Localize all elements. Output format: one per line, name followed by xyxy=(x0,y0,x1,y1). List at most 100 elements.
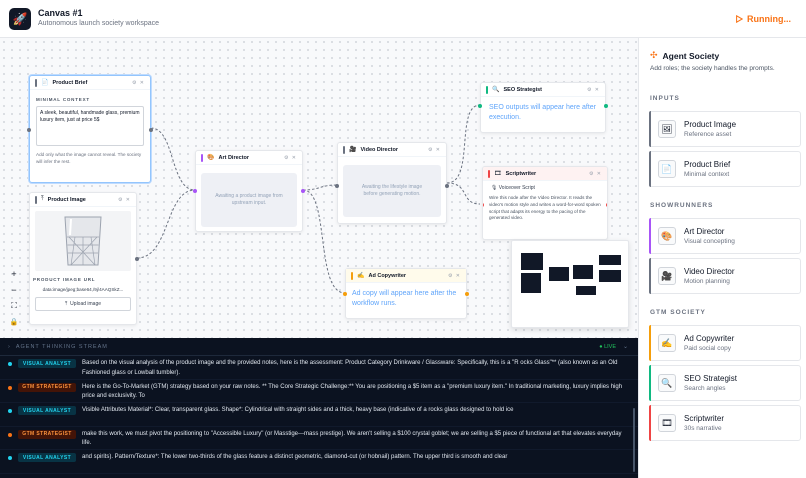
role-label: Product Brief xyxy=(684,159,731,169)
card-accent xyxy=(649,405,651,441)
output-port[interactable] xyxy=(445,184,449,188)
ad-copywriter-node[interactable]: ✍ Ad Copywriter ⚙ ✕ Ad copy will appear … xyxy=(343,268,469,319)
node-controls[interactable]: ⚙ ✕ xyxy=(588,170,602,177)
node-controls[interactable]: ⚙ ✕ xyxy=(131,79,145,86)
zoom-out-button[interactable]: − xyxy=(11,285,17,295)
stream-header[interactable]: › AGENT THINKING STREAM xyxy=(0,338,638,356)
product-brief-node[interactable]: 📄 Product Brief ⚙ ✕ MINIMAL CONTEXT A sl… xyxy=(27,75,153,183)
role-sub: Visual concepting xyxy=(684,237,735,245)
input-port[interactable] xyxy=(335,184,339,188)
mic-icon: 🎙 xyxy=(491,185,499,191)
node-header[interactable]: 🎨 Art Director ⚙ ✕ xyxy=(196,151,302,165)
sidebar-title: Agent Society xyxy=(662,50,720,61)
live-indicator: ● LIVE xyxy=(599,344,616,350)
agent-dot xyxy=(8,385,12,390)
video-director-node[interactable]: 🎥 Video Director ⚙ ✕ Awaiting the lifest… xyxy=(335,142,449,224)
agent-tag: VISUAL ANALYST xyxy=(18,359,76,368)
output-port[interactable] xyxy=(604,104,608,108)
node-header[interactable]: 🎥 Video Director ⚙ ✕ xyxy=(338,143,446,157)
node-controls[interactable]: ⚙ ✕ xyxy=(447,272,461,279)
node-controls[interactable]: ⚙ ✕ xyxy=(117,196,131,203)
image-url-input[interactable]: data:image/jpeg;base64,/9j/4AAQSkZ... xyxy=(42,287,124,292)
node-header[interactable]: ✍ Ad Copywriter ⚙ ✕ xyxy=(346,269,466,283)
app-header: 🚀 Canvas #1 Autonomous launch society wo… xyxy=(0,0,806,38)
input-port[interactable] xyxy=(27,128,31,132)
document-icon: 📄 xyxy=(658,160,676,178)
role-label: Product Image xyxy=(684,119,737,129)
upload-image-button[interactable]: ⤒Upload image xyxy=(35,297,131,311)
node-controls[interactable]: ⚙ ✕ xyxy=(586,86,600,93)
upload-icon: ⤒ xyxy=(41,196,44,202)
role-label: SEO Strategist xyxy=(684,373,737,383)
script-subtitle-label: Voiceover Script xyxy=(498,185,535,191)
fit-view-button[interactable]: ⛶ xyxy=(11,301,17,310)
node-title: SEO Strategist xyxy=(503,86,542,93)
node-connections xyxy=(136,104,481,294)
glass-image xyxy=(64,216,102,266)
section-label: INPUTS xyxy=(650,95,680,102)
chevron-down-icon[interactable]: ⌄ xyxy=(622,344,628,350)
input-port[interactable] xyxy=(343,292,347,296)
upload-label: Upload image xyxy=(70,301,102,307)
agent-dot xyxy=(8,409,12,413)
brief-textarea[interactable]: A sleek, beautiful, handmade glass, prem… xyxy=(36,106,144,146)
pen-icon: ✍ xyxy=(357,273,365,279)
node-header[interactable]: 🎞 Scriptwriter ⚙ ✕ xyxy=(483,167,607,181)
stream-scrollbar[interactable] xyxy=(633,408,635,472)
output-port[interactable] xyxy=(301,189,305,193)
input-port[interactable] xyxy=(193,189,197,193)
input-port[interactable] xyxy=(478,104,482,108)
seo-strategist-node[interactable]: 🔍 SEO Strategist ⚙ ✕ SEO outputs will ap… xyxy=(478,82,608,133)
node-title: Product Image xyxy=(47,196,86,203)
node-header[interactable]: ⤒ Product Image ⚙ ✕ xyxy=(30,193,136,207)
role-label: Scriptwriter xyxy=(684,413,725,423)
agent-tag: VISUAL ANALYST xyxy=(18,453,76,462)
palette-icon: 🎨 xyxy=(207,155,215,161)
node-placeholder: Ad copy will appear here after the workf… xyxy=(352,290,457,307)
minimap[interactable] xyxy=(511,240,629,328)
role-sub: Search angles xyxy=(684,384,726,392)
run-status-button[interactable]: Running... xyxy=(735,14,791,24)
node-header[interactable]: 📄 Product Brief ⚙ ✕ xyxy=(30,76,150,90)
input-port[interactable] xyxy=(483,203,484,207)
film-icon: 🎞 xyxy=(658,414,676,432)
lock-button[interactable]: 🔒 xyxy=(9,319,19,326)
node-title: Scriptwriter xyxy=(505,170,537,177)
product-image-preview xyxy=(35,211,131,271)
script-description: Wire this node after the Video Director.… xyxy=(489,195,601,221)
role-sub: Reference asset xyxy=(684,130,732,138)
run-status-label: Running... xyxy=(747,14,791,24)
output-port[interactable] xyxy=(135,257,139,261)
node-controls[interactable]: ⚙ ✕ xyxy=(427,146,441,153)
output-port[interactable] xyxy=(149,128,153,132)
node-controls[interactable]: ⚙ ✕ xyxy=(283,154,297,161)
scriptwriter-node[interactable]: 🎞 Scriptwriter ⚙ ✕ 🎙 Voiceover Script Wi… xyxy=(482,166,608,240)
role-sub: Motion planning xyxy=(684,277,730,285)
output-port[interactable] xyxy=(606,203,607,207)
zoom-in-button[interactable]: + xyxy=(11,269,17,279)
node-header[interactable]: 🔍 SEO Strategist ⚙ ✕ xyxy=(481,83,605,97)
card-accent xyxy=(649,218,651,254)
society-icon: ✣ xyxy=(650,50,658,60)
output-port[interactable] xyxy=(465,292,469,296)
role-label: Art Director xyxy=(684,226,725,236)
agent-thinking-stream: › AGENT THINKING STREAM ● LIVE ⌄ VISUAL … xyxy=(0,338,638,478)
role-label: Ad Copywriter xyxy=(684,333,735,343)
agent-dot xyxy=(8,432,12,437)
product-image-node[interactable]: ⤒ Product Image ⚙ ✕ PRODUCT IMAGE URL da… xyxy=(29,192,139,325)
art-director-node[interactable]: 🎨 Art Director ⚙ ✕ Awaiting a product im… xyxy=(193,150,305,232)
workflow-canvas[interactable]: 📄 Product Brief ⚙ ✕ MINIMAL CONTEXT A sl… xyxy=(0,38,638,338)
card-accent xyxy=(649,258,651,294)
chevron-right-icon: › xyxy=(8,343,11,350)
card-accent xyxy=(649,151,651,187)
